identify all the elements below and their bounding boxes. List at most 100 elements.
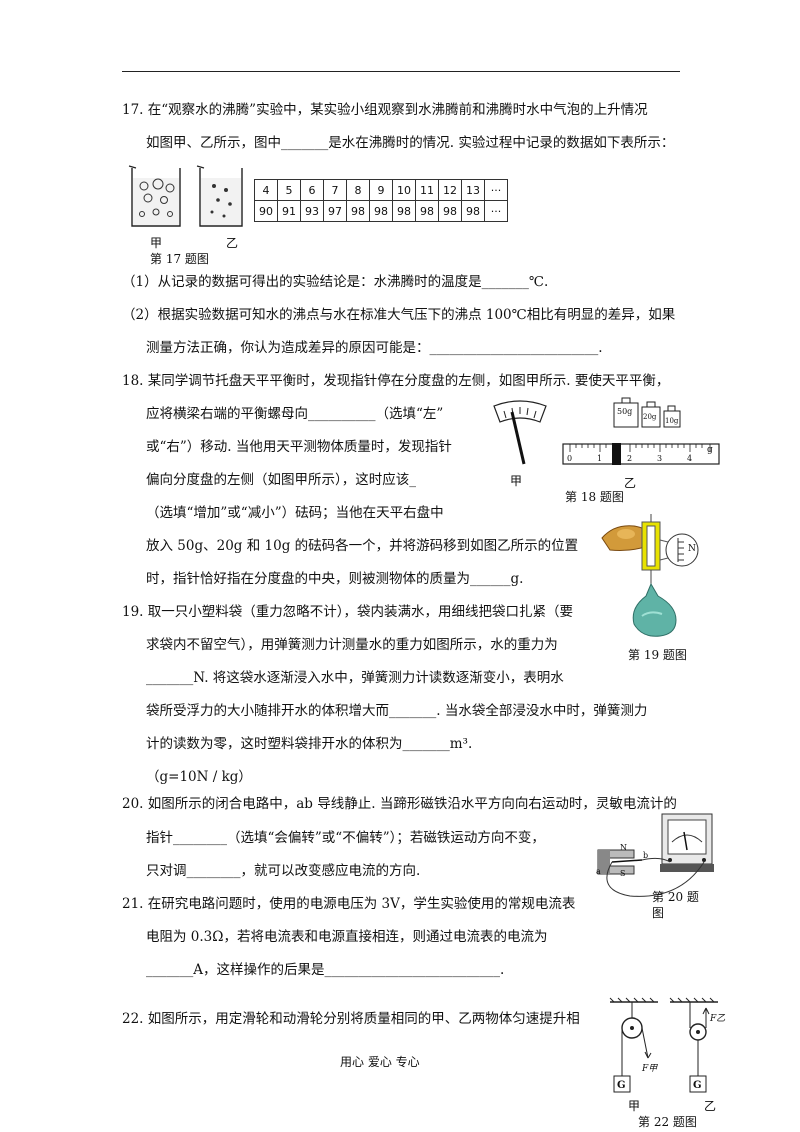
spring-scale-figure [601, 514, 699, 637]
q22-line1: 22. 如图所示，用定滑轮和动滑轮分别将质量相同的甲、乙两物体匀速提升相 [122, 1011, 580, 1027]
table-cell: ··· [484, 179, 508, 201]
q22-label-yi: 乙 [704, 1099, 717, 1113]
weight-label: 20g [643, 413, 657, 421]
table-cell: 12 [438, 179, 462, 201]
q18-line7: 时，指针恰好指在分度盘的中央，则被测物体的质量为______g. [146, 571, 524, 587]
q18-caption: 第 18 题图 [565, 490, 624, 504]
table-cell: 98 [461, 200, 485, 222]
q19-line3: _______N. 将这袋水逐渐浸入水中，弹簧测力计读数逐渐变小，表明水 [146, 670, 564, 686]
weight-label: 50g [617, 407, 633, 416]
galvanometer-circuit-figure [597, 813, 714, 897]
table-cell: 98 [346, 200, 370, 222]
q17-sub1: （1）从记录的数据可得出的实验结论是：水沸腾时的温度是_______℃. [122, 274, 549, 290]
table-row: 4 5 6 7 8 9 10 11 12 13 ··· [254, 179, 508, 201]
table-cell: ··· [484, 200, 508, 222]
table-cell: 90 [254, 200, 278, 222]
q21-line2: 电阻为 0.3Ω，若将电流表和电源直接相连，则通过电流表的电流为 [146, 929, 548, 945]
ruler-number: 2 [627, 454, 633, 463]
page-footer: 用心 爱心 专心 [340, 1055, 420, 1069]
magnet-n-label: N [620, 843, 627, 852]
table-cell: 97 [323, 200, 347, 222]
table-cell: 93 [300, 200, 324, 222]
pulley-figure [609, 997, 718, 1093]
q20-caption-b: 图 [652, 906, 665, 920]
header-rule [122, 71, 680, 72]
ruler-number: 1 [597, 454, 603, 463]
q22-caption: 第 22 题图 [638, 1115, 697, 1129]
table-cell: 98 [438, 200, 462, 222]
rider-ruler-icon [562, 443, 720, 465]
q17-line2: 如图甲、乙所示，图中_______是水在沸腾时的情况. 实验过程中记录的数据如下… [146, 135, 675, 151]
galvanometer-icon [660, 813, 714, 872]
magnet-icon [597, 849, 635, 875]
wire-b-label: b [643, 851, 649, 860]
table-cell: 91 [277, 200, 301, 222]
q18-label-jia: 甲 [510, 474, 523, 488]
q19-line2: 求袋内不留空气），用弹簧测力计测量水的重力如图所示，水的重力为 [146, 637, 558, 653]
q19-line4: 袋所受浮力的大小随排开水的体积增大而_______. 当水袋全部浸没水中时，弹簧… [146, 703, 648, 719]
q17-data-table: 4 5 6 7 8 9 10 11 12 13 ··· 90 91 93 97 … [254, 179, 508, 222]
q19-line6: （g=10N / kg） [146, 769, 252, 785]
q19-line5: 计的读数为零，这时塑料袋排开水的体积为_______m³. [146, 736, 473, 752]
ruler-number: 3 [657, 454, 663, 463]
block-jia-label: G [617, 1080, 626, 1091]
beaker-figure [128, 165, 243, 227]
hand-icon [601, 525, 651, 551]
q20-line2: 指针________（选填“会偏转”或“不偏转”）；若磁铁运动方向不变， [146, 830, 545, 846]
balance-dial-icon [493, 400, 547, 465]
table-row: 90 91 93 97 98 98 98 98 98 98 ··· [254, 200, 508, 222]
q17-label-yi: 乙 [226, 236, 239, 250]
force-jia-label: F甲 [642, 1064, 658, 1074]
ruler-unit: g [707, 445, 713, 455]
q17-line1: 17. 在“观察水的沸腾”实验中，某实验小组观察到水沸腾前和沸腾时水中气泡的上升… [122, 102, 648, 118]
table-cell: 8 [346, 179, 370, 201]
table-cell: 98 [392, 200, 416, 222]
table-cell: 6 [300, 179, 324, 201]
q18-line2: 应将横梁右端的平衡螺母向__________（选填“左” [146, 406, 444, 422]
table-cell: 98 [415, 200, 439, 222]
q18-line3: 或“右”）移动. 当他用天平测物体质量时，发现指针 [146, 439, 452, 455]
q17-sub2a: （2）根据实验数据可知水的沸点与水在标准大气压下的沸点 100℃相比有明显的差异… [122, 307, 676, 323]
table-cell: 98 [369, 200, 393, 222]
wire-a-label: a [596, 867, 601, 876]
beaker-yi-icon [196, 165, 243, 227]
q19-line1: 19. 取一只小塑料袋（重力忽略不计），袋内装满水，用细线把袋口扎紧（要 [122, 604, 574, 620]
q18-label-yi: 乙 [624, 476, 637, 490]
q21-line1: 21. 在研究电路问题时，使用的电源电压为 3V，学生实验使用的常规电流表 [122, 896, 576, 912]
table-cell: 7 [323, 179, 347, 201]
q19-caption: 第 19 题图 [628, 648, 687, 662]
weight-label: 10g [665, 417, 679, 425]
water-bag-icon [632, 582, 677, 637]
q17-label-jia: 甲 [150, 236, 163, 250]
q20-line1: 20. 如图所示的闭合电路中，ab 导线静止. 当蹄形磁铁沿水平方向向右运动时，… [122, 796, 677, 812]
q22-label-jia: 甲 [628, 1099, 641, 1113]
beaker-jia-icon [128, 165, 181, 227]
table-cell: 10 [392, 179, 416, 201]
block-yi-label: G [693, 1080, 702, 1091]
q18-line4: 偏向分度盘的左侧（如图甲所示），这时应该_ [146, 472, 416, 488]
q17-sub2b: 测量方法正确，你认为造成差异的原因可能是：___________________… [146, 340, 603, 356]
q20-caption-a: 第 20 题 [652, 890, 699, 904]
q18-line1: 18. 某同学调节托盘天平平衡时，发现指针停在分度盘的左侧，如图甲所示. 要使天… [122, 373, 670, 389]
fixed-pulley-icon [609, 997, 658, 1093]
table-cell: 9 [369, 179, 393, 201]
q18-line6: 放入 50g、20g 和 10g 的砝码各一个，并将游码移到如图乙所示的位置 [146, 538, 579, 554]
q20-line3: 只对调________，就可以改变感应电流的方向. [146, 863, 421, 879]
ruler-number: 4 [687, 454, 693, 463]
force-yi-label: F乙 [710, 1014, 726, 1024]
table-cell: 5 [277, 179, 301, 201]
q18-line5: （选填“增加”或“减小”）砝码；当他在天平右盘中 [146, 505, 444, 521]
weights-icon [613, 397, 681, 428]
q21-line3: _______A，这样操作的后果是_______________________… [146, 962, 505, 978]
gauge-unit: N [688, 544, 696, 554]
ruler-number: 0 [567, 454, 573, 463]
magnet-s-label: S [620, 869, 626, 878]
spring-scale-icon [641, 514, 661, 584]
table-cell: 4 [254, 179, 278, 201]
movable-pulley-icon [669, 997, 718, 1093]
scale-zoom-icon [659, 533, 699, 567]
q17-caption: 第 17 题图 [150, 252, 209, 266]
wire-icon [606, 857, 705, 897]
table-cell: 11 [415, 179, 439, 201]
table-cell: 13 [461, 179, 485, 201]
